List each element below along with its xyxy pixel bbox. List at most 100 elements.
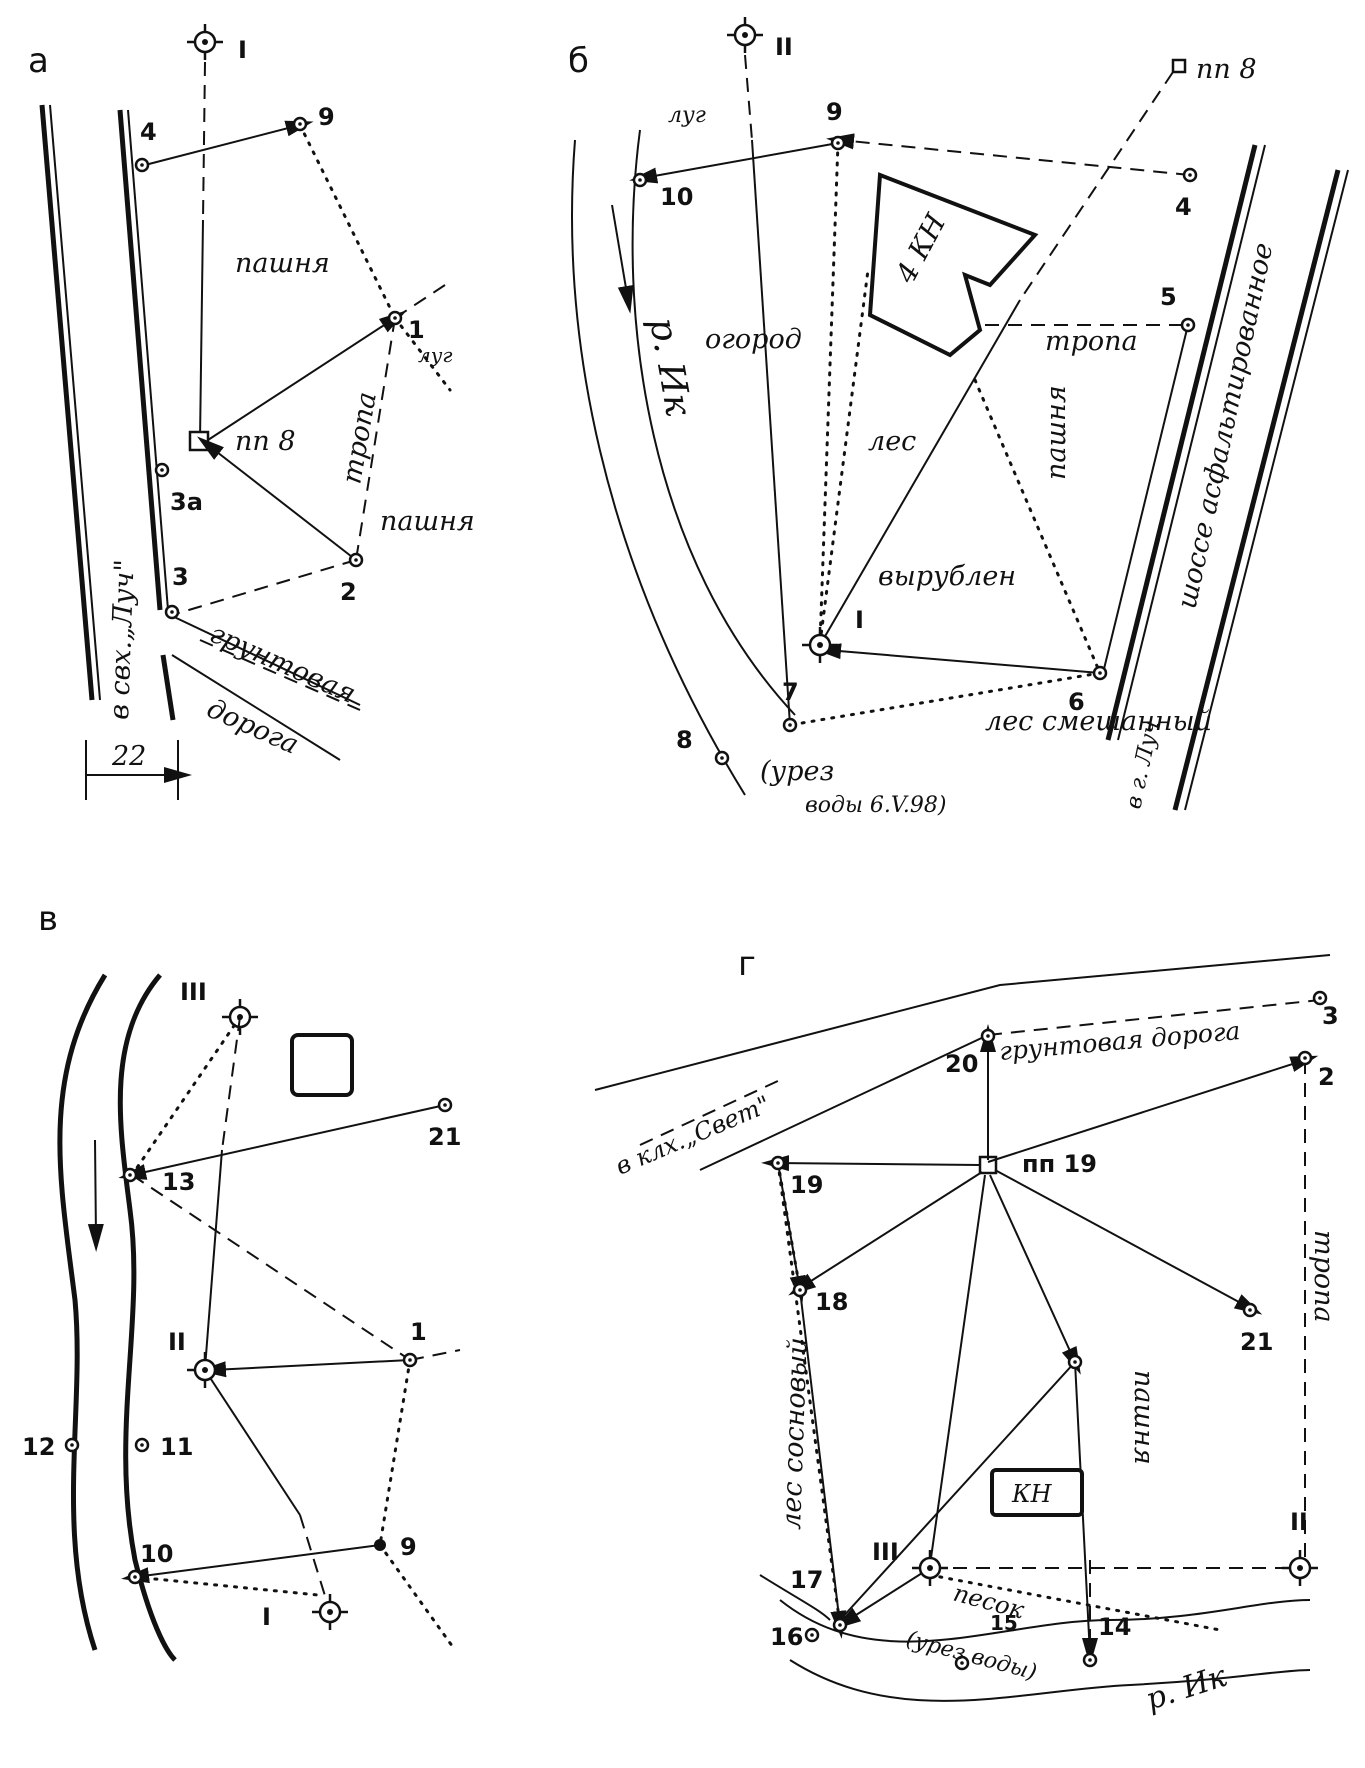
- urez-label-1: (урез: [760, 756, 834, 787]
- dotted-1-9: [378, 1358, 412, 1547]
- point-1-icon: [387, 310, 403, 326]
- area-tropa: тропа: [1308, 1230, 1339, 1323]
- pp-line: [819, 299, 1021, 646]
- point-2-icon: [1297, 1050, 1313, 1066]
- river-bank-left: [57, 973, 108, 1651]
- panel-g-label: г: [738, 944, 756, 984]
- line-pp-2: [987, 1055, 1319, 1163]
- point-21-label: 21: [428, 1123, 461, 1151]
- station-II-icon: [725, 15, 765, 55]
- pp8-icon: [188, 430, 210, 452]
- line-pp-18: [788, 1171, 983, 1296]
- station-II-label: II: [1290, 1508, 1308, 1536]
- station-II-icon: [185, 1350, 225, 1390]
- dotted-III-13: [130, 1015, 242, 1177]
- point-19-icon: [770, 1155, 786, 1171]
- dirt-road-center: [199, 639, 361, 711]
- point-4-label: 4: [140, 118, 157, 146]
- station-II-label: II: [775, 33, 793, 61]
- building-label: КН: [1011, 1480, 1053, 1508]
- road-edge-top: [594, 954, 1331, 1091]
- point-8-label: 8: [676, 726, 693, 754]
- area-pashnya-bottom: пашня: [380, 506, 475, 537]
- road-dest-label: в свх.„Луч": [104, 559, 141, 720]
- point-21-icon: [437, 1097, 453, 1113]
- point-14-label: 14: [1098, 1613, 1131, 1641]
- area-pashnya-top: пашня: [235, 248, 330, 279]
- point-5-icon: [1180, 317, 1196, 333]
- point-20-icon: [980, 1028, 996, 1044]
- point-3-label: 3: [1322, 1002, 1339, 1030]
- river-bank-top: [779, 1599, 1311, 1643]
- station-I-label: I: [262, 1603, 271, 1631]
- highway-line: [1105, 144, 1258, 741]
- line-pp-21: [994, 1169, 1263, 1315]
- point-9-label: 9: [826, 98, 843, 126]
- panel-b-label: б: [568, 41, 589, 81]
- line-6-I: [813, 643, 1101, 674]
- point-7-label: 7: [782, 678, 799, 706]
- line-pp-III: [929, 1174, 986, 1566]
- station-I-label: I: [238, 36, 247, 64]
- panel-a: а 22 I пп 8 4 9: [28, 22, 475, 800]
- point-10-icon: [632, 172, 648, 188]
- point-21-label: 21: [1240, 1328, 1273, 1356]
- station-I-icon: [185, 22, 225, 62]
- highway-line-4: [1184, 169, 1349, 811]
- point-2-icon: [348, 552, 364, 568]
- point-4-icon: [134, 157, 150, 173]
- river-bank-left: [759, 1574, 831, 1621]
- point-14-icon: [1082, 1652, 1098, 1668]
- point-15-label: 15: [990, 1611, 1018, 1635]
- point-10-label: 10: [660, 183, 693, 211]
- point-11-label: 11: [160, 1433, 193, 1461]
- line-2-pp: [196, 436, 357, 561]
- dotted-6-7: [788, 671, 1102, 727]
- line-9-10: [121, 1544, 381, 1584]
- river-bank-inner: [631, 129, 796, 716]
- line-9-10: [629, 142, 839, 184]
- line-III-II: [204, 1149, 223, 1369]
- point-16-label: 16: [770, 1623, 803, 1651]
- point-11-icon: [134, 1437, 150, 1453]
- pp8-label: пп 8: [235, 426, 296, 457]
- point-10-label: 10: [140, 1540, 173, 1568]
- point-unnamed-icon: [1067, 1354, 1083, 1370]
- point-19-label: 19: [790, 1171, 823, 1199]
- width-label: 22: [111, 741, 146, 772]
- dotted-I-bldg: [818, 268, 870, 645]
- panel-g: г в клх.„Свет" грунтовая дорога р. Ик тр…: [594, 944, 1339, 1718]
- station-line-solid: [199, 219, 204, 441]
- line-1-II: [198, 1359, 411, 1378]
- dotted-10-I: [133, 1575, 320, 1597]
- river-flow-arrow: [611, 204, 634, 314]
- point-1-label: 1: [408, 316, 425, 344]
- building-shape: [867, 172, 1039, 358]
- dotted-bldg-6: [973, 378, 1102, 675]
- river-bank-right: [117, 973, 177, 1662]
- road-right-line-2: [127, 109, 169, 611]
- station-line: [751, 139, 791, 726]
- dash-II-I: [299, 1514, 331, 1613]
- point-9-icon: [374, 1539, 386, 1551]
- point-12-icon: [64, 1437, 80, 1453]
- road-center-2: [987, 999, 1321, 1036]
- point-4-label: 4: [1175, 193, 1192, 221]
- line-5-6: [1102, 324, 1189, 674]
- station-III-icon: [910, 1548, 950, 1588]
- dotted-III-river: [928, 1573, 1222, 1632]
- river-flow-arrow: [87, 1139, 104, 1252]
- point-3-icon: [164, 604, 180, 620]
- line-4-9: [826, 133, 1191, 176]
- dotted-19-17: [776, 1161, 842, 1627]
- point-18-label: 18: [815, 1288, 848, 1316]
- area-les-smeshanny: лес смешанный: [985, 706, 1212, 737]
- path-tropa: [131, 1174, 411, 1361]
- building-shape: [290, 1033, 354, 1097]
- area-les: лес сосновый: [776, 1337, 814, 1530]
- panel-b: б р. Ик луг шоссе асфальтированное в г. …: [568, 15, 1349, 818]
- point-7-icon: [782, 717, 798, 733]
- point-5-label: 5: [1160, 283, 1177, 311]
- area-lug: луг: [668, 103, 706, 128]
